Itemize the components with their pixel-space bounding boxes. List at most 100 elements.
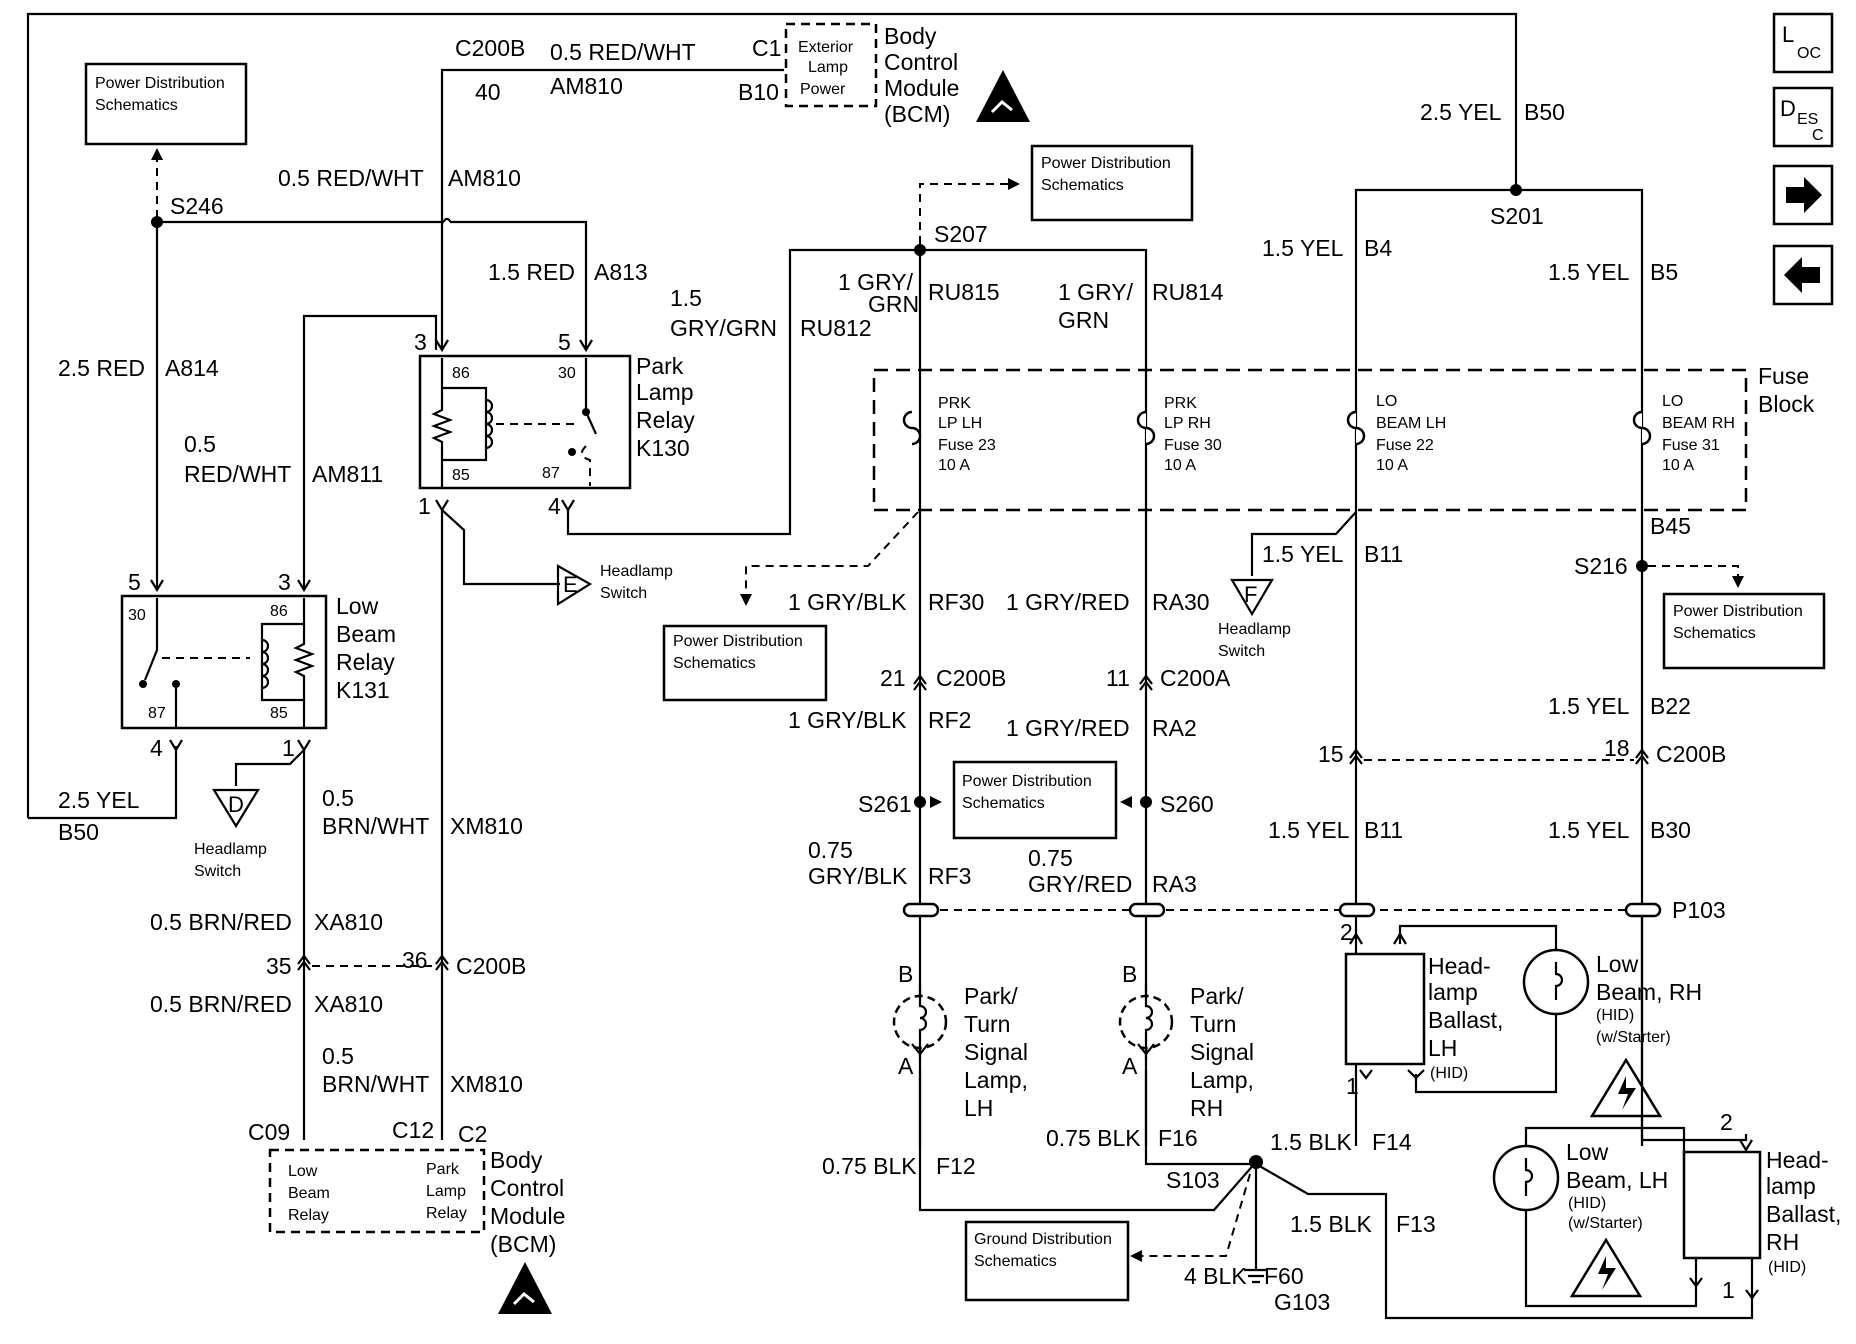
svg-text:1 GRY/RED: 1 GRY/RED bbox=[1006, 589, 1130, 615]
power-distribution-box-2[interactable]: Power Distribution Schematics bbox=[1030, 144, 1194, 222]
power-distribution-box-4[interactable]: Power Distribution Schematics bbox=[1662, 592, 1826, 670]
svg-text:S207: S207 bbox=[934, 221, 988, 247]
svg-text:3: 3 bbox=[414, 329, 427, 355]
svg-text:Lamp,: Lamp, bbox=[964, 1067, 1028, 1093]
svg-text:(w/Starter): (w/Starter) bbox=[1568, 1215, 1643, 1232]
svg-text:BEAM RH: BEAM RH bbox=[1662, 415, 1735, 432]
svg-text:P103: P103 bbox=[1672, 897, 1726, 923]
s201-splice: S201 bbox=[1354, 184, 1644, 1146]
svg-text:Low: Low bbox=[336, 593, 379, 619]
svg-text:A814: A814 bbox=[165, 355, 219, 381]
svg-text:F14: F14 bbox=[1372, 1129, 1412, 1155]
svg-text:B5: B5 bbox=[1650, 259, 1678, 285]
svg-text:AM810: AM810 bbox=[550, 73, 623, 99]
svg-text:C09: C09 bbox=[248, 1119, 290, 1145]
svg-text:AM810: AM810 bbox=[448, 165, 521, 191]
fuse-31: LO BEAM RH Fuse 31 10 A bbox=[1632, 393, 1735, 474]
svg-text:E: E bbox=[563, 572, 578, 597]
svg-text:B11: B11 bbox=[1364, 817, 1403, 843]
svg-text:RA3: RA3 bbox=[1152, 871, 1197, 897]
svg-text:Body: Body bbox=[884, 23, 937, 49]
b50-feed-wire bbox=[26, 12, 1518, 820]
svg-text:Schematics: Schematics bbox=[95, 97, 178, 114]
ground-distribution-box[interactable]: Ground Distribution Schematics bbox=[964, 1220, 1130, 1302]
svg-text:1: 1 bbox=[282, 735, 295, 761]
svg-text:Control: Control bbox=[490, 1175, 564, 1201]
svg-text:Power Distribution: Power Distribution bbox=[673, 633, 803, 650]
next-arrow-button[interactable] bbox=[1772, 164, 1834, 226]
svg-text:2.5 YEL: 2.5 YEL bbox=[1420, 99, 1502, 125]
location-button[interactable]: L OC bbox=[1772, 12, 1834, 74]
svg-text:C200B: C200B bbox=[936, 665, 1006, 691]
arrow-right-icon bbox=[1786, 177, 1822, 213]
svg-text:XM810: XM810 bbox=[450, 813, 523, 839]
p103-connector: P103 bbox=[902, 897, 1726, 923]
svg-text:C2: C2 bbox=[458, 1121, 487, 1147]
headlamp-switch-d: D Headlamp Switch bbox=[194, 788, 267, 880]
svg-text:Beam, RH: Beam, RH bbox=[1596, 979, 1702, 1005]
svg-text:Park: Park bbox=[636, 353, 684, 379]
svg-text:B45: B45 bbox=[1650, 513, 1691, 539]
arrow-up-icon bbox=[151, 148, 163, 160]
svg-text:40: 40 bbox=[475, 79, 501, 105]
svg-text:XA810: XA810 bbox=[314, 991, 383, 1017]
svg-text:1.5 YEL: 1.5 YEL bbox=[1268, 817, 1350, 843]
power-distribution-box-5[interactable]: Power Distribution Schematics bbox=[952, 760, 1118, 840]
svg-text:Signal: Signal bbox=[1190, 1039, 1254, 1065]
svg-text:RA30: RA30 bbox=[1152, 589, 1210, 615]
description-button[interactable]: D ES C bbox=[1772, 86, 1834, 148]
svg-text:36: 36 bbox=[402, 947, 428, 973]
svg-text:(HID): (HID) bbox=[1568, 1195, 1606, 1212]
svg-text:85: 85 bbox=[270, 705, 288, 722]
svg-text:4 BLK: 4 BLK bbox=[1184, 1263, 1247, 1289]
svg-text:B11: B11 bbox=[1364, 541, 1403, 567]
svg-text:0.5 RED/WHT: 0.5 RED/WHT bbox=[550, 39, 696, 65]
power-distribution-box-3[interactable]: Power Distribution Schematics bbox=[662, 624, 828, 702]
svg-text:30: 30 bbox=[558, 365, 576, 382]
svg-text:Lamp: Lamp bbox=[808, 59, 848, 76]
svg-text:4: 4 bbox=[548, 493, 561, 519]
svg-text:L: L bbox=[1782, 22, 1794, 47]
svg-text:F12: F12 bbox=[936, 1153, 976, 1179]
previous-arrow-button[interactable] bbox=[1772, 244, 1834, 306]
svg-text:Beam, LH: Beam, LH bbox=[1566, 1167, 1668, 1193]
svg-text:RF30: RF30 bbox=[928, 589, 984, 615]
svg-text:LO: LO bbox=[1376, 393, 1397, 410]
svg-text:Park/: Park/ bbox=[964, 983, 1018, 1009]
svg-text:(w/Starter): (w/Starter) bbox=[1596, 1029, 1671, 1046]
svg-text:Low: Low bbox=[1566, 1139, 1609, 1165]
svg-text:F13: F13 bbox=[1396, 1211, 1436, 1237]
s207-splice: S207 bbox=[914, 178, 1148, 1146]
svg-text:A: A bbox=[1122, 1053, 1138, 1079]
power-distribution-box-1[interactable]: Power Distribution Schematics bbox=[84, 62, 248, 218]
fuse-23: PRK LP LH Fuse 23 10 A bbox=[902, 395, 996, 474]
arrow-left-icon bbox=[1784, 257, 1820, 293]
svg-text:F60: F60 bbox=[1264, 1263, 1304, 1289]
svg-text:B10: B10 bbox=[738, 79, 779, 105]
svg-text:Power Distribution: Power Distribution bbox=[1041, 155, 1171, 172]
svg-text:Relay: Relay bbox=[636, 407, 695, 433]
svg-text:Head-: Head- bbox=[1766, 1147, 1829, 1173]
svg-text:Head-: Head- bbox=[1428, 953, 1491, 979]
svg-text:0.75 BLK: 0.75 BLK bbox=[1046, 1125, 1141, 1151]
svg-text:86: 86 bbox=[270, 603, 288, 620]
svg-text:F: F bbox=[1244, 582, 1257, 607]
svg-text:Low: Low bbox=[1596, 951, 1639, 977]
headlamp-switch-f: F Headlamp Switch bbox=[1218, 578, 1291, 660]
svg-text:ES: ES bbox=[1797, 111, 1818, 128]
svg-text:GRY/GRN: GRY/GRN bbox=[670, 315, 777, 341]
svg-text:S201: S201 bbox=[1490, 203, 1544, 229]
svg-text:OC: OC bbox=[1797, 45, 1821, 62]
svg-text:B50: B50 bbox=[1524, 99, 1565, 125]
svg-text:11: 11 bbox=[1106, 665, 1130, 691]
svg-text:2: 2 bbox=[1340, 919, 1353, 945]
svg-text:Lamp: Lamp bbox=[426, 1183, 466, 1200]
svg-text:1.5 YEL: 1.5 YEL bbox=[1548, 259, 1630, 285]
svg-text:(BCM): (BCM) bbox=[490, 1231, 556, 1257]
svg-text:1: 1 bbox=[418, 493, 431, 519]
svg-text:GRY/RED: GRY/RED bbox=[1028, 871, 1132, 897]
svg-text:Switch: Switch bbox=[1218, 643, 1265, 660]
svg-text:BRN/WHT: BRN/WHT bbox=[322, 813, 429, 839]
svg-text:1.5 BLK: 1.5 BLK bbox=[1290, 1211, 1372, 1237]
